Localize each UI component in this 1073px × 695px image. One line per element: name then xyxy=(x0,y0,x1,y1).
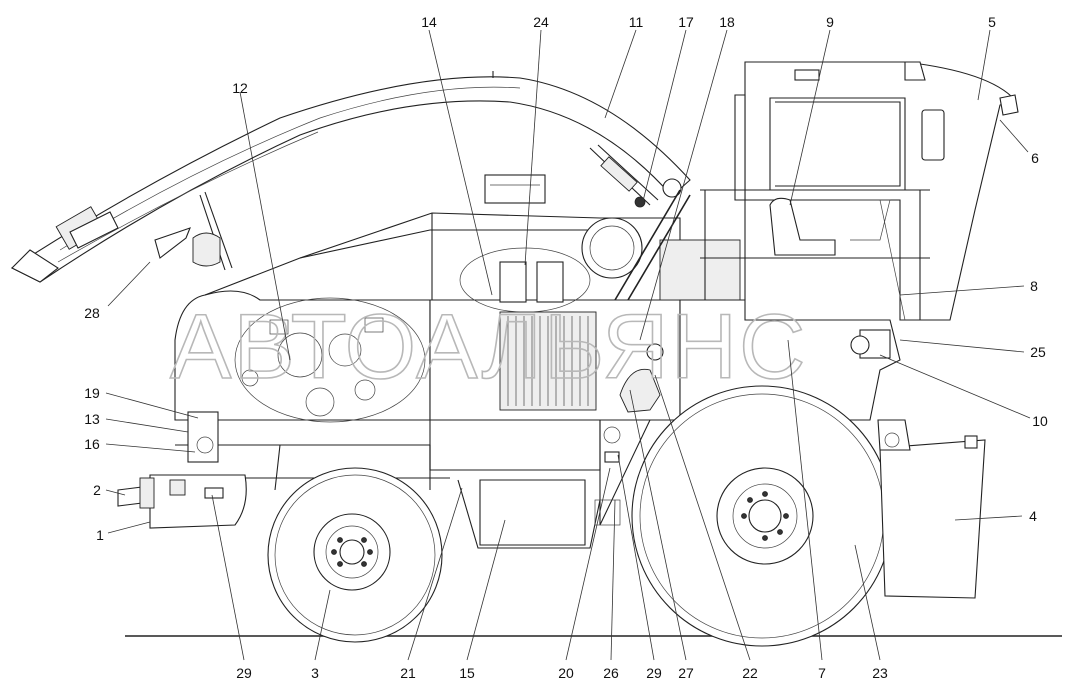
callout-4: 4 xyxy=(1029,508,1037,524)
callout-9: 9 xyxy=(826,14,834,30)
front-wheel xyxy=(631,385,893,647)
rear-wheel xyxy=(267,467,443,643)
callout-22: 22 xyxy=(742,665,758,681)
discharge-spout xyxy=(10,71,691,283)
callout-10: 10 xyxy=(1032,413,1048,429)
callout-1: 1 xyxy=(96,527,104,543)
callout-29-right: 29 xyxy=(646,665,662,681)
callout-17: 17 xyxy=(678,14,694,30)
callout-21: 21 xyxy=(400,665,416,681)
callout-28: 28 xyxy=(84,305,100,321)
callout-8: 8 xyxy=(1030,278,1038,294)
callout-labels: 14 24 11 17 18 9 5 6 8 25 10 4 12 28 19 … xyxy=(84,14,1048,681)
callout-26: 26 xyxy=(603,665,619,681)
callout-20: 20 xyxy=(558,665,574,681)
callout-24: 24 xyxy=(533,14,549,30)
callout-6: 6 xyxy=(1031,150,1039,166)
callout-13: 13 xyxy=(84,411,100,427)
callout-14: 14 xyxy=(421,14,437,30)
callout-2: 2 xyxy=(93,482,101,498)
engine-block xyxy=(241,317,384,417)
callout-19: 19 xyxy=(84,385,100,401)
callout-5: 5 xyxy=(988,14,996,30)
callout-15: 15 xyxy=(459,665,475,681)
operator-cab xyxy=(700,61,1019,321)
header-attachment xyxy=(877,419,986,599)
callout-23: 23 xyxy=(872,665,888,681)
radiator-grille xyxy=(507,316,589,406)
callout-18: 18 xyxy=(719,14,735,30)
callout-3: 3 xyxy=(311,665,319,681)
callout-25: 25 xyxy=(1030,344,1046,360)
callout-16: 16 xyxy=(84,436,100,452)
callout-27: 27 xyxy=(678,665,694,681)
callout-12: 12 xyxy=(232,80,248,96)
callout-7: 7 xyxy=(818,665,826,681)
watermark-text: АВТОАЛЬЯНС xyxy=(170,296,808,398)
leader-lines xyxy=(105,29,1031,661)
callout-29-left: 29 xyxy=(236,665,252,681)
callout-11: 11 xyxy=(629,14,644,30)
